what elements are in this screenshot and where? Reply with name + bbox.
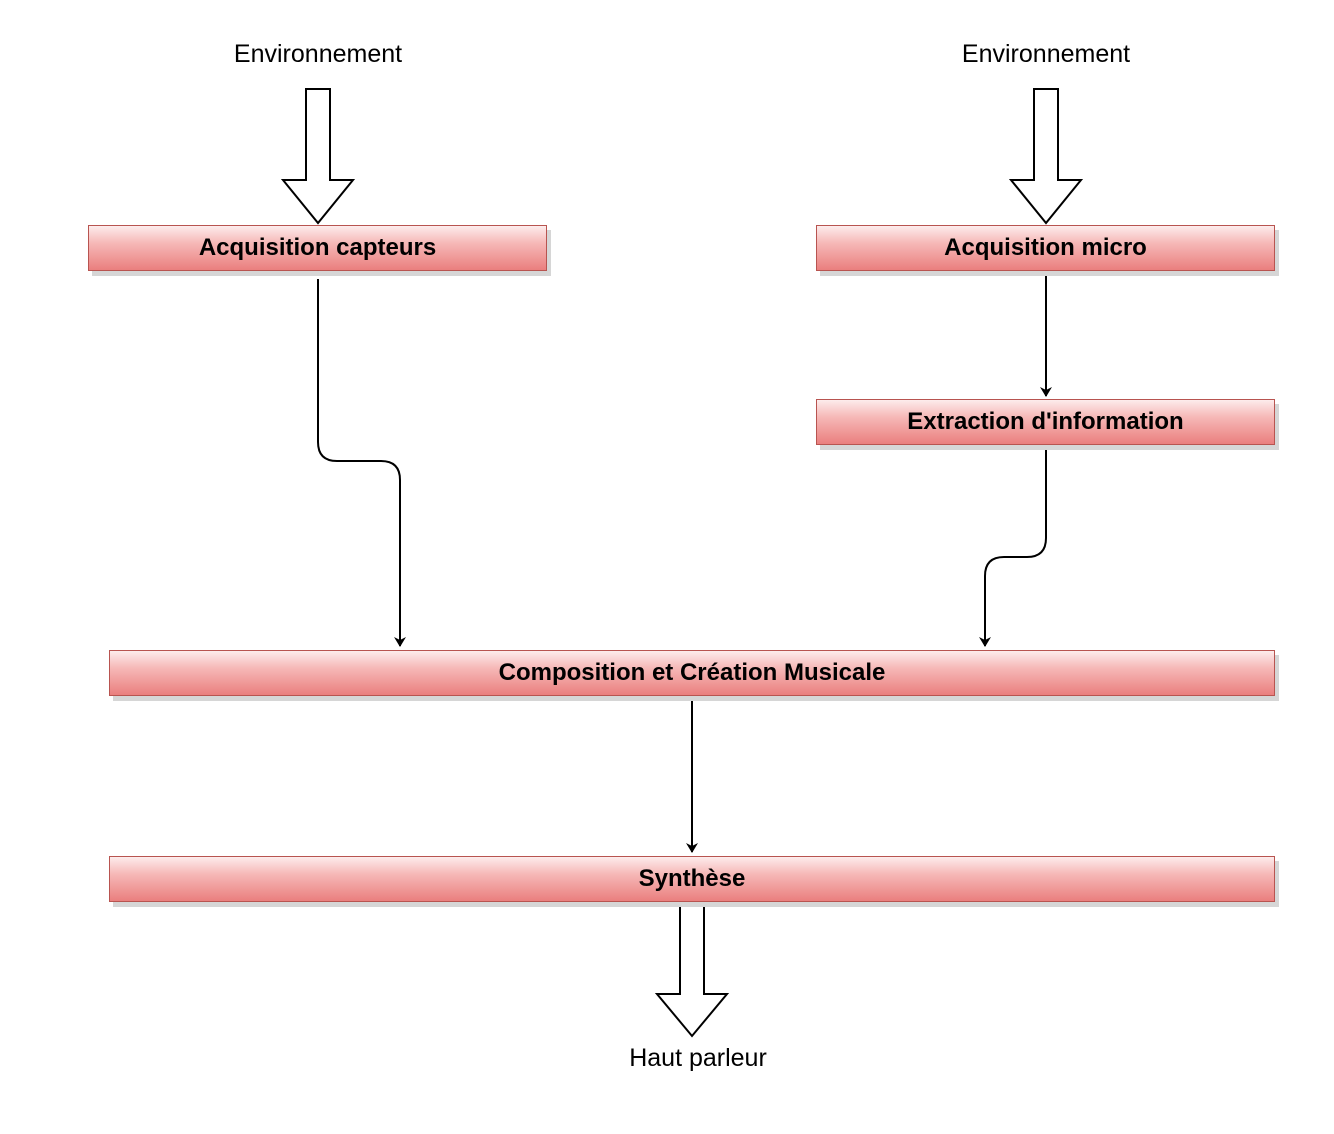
box-composition-creation-musicale-label: Composition et Création Musicale — [498, 659, 886, 686]
input-label-right: Environnement — [961, 40, 1131, 68]
box-acquisition-micro: Acquisition micro — [816, 225, 1275, 271]
box-extraction-information: Extraction d'information — [816, 399, 1275, 445]
block-arrow-output — [654, 901, 730, 1038]
box-composition-creation-musicale: Composition et Création Musicale — [109, 650, 1275, 696]
block-arrow-right-input — [1008, 88, 1084, 225]
edge-capteurs-to-composition — [317, 279, 406, 647]
box-acquisition-micro-label: Acquisition micro — [944, 234, 1147, 261]
box-acquisition-capteurs-label: Acquisition capteurs — [198, 234, 437, 261]
edge-extraction-to-composition — [979, 445, 1047, 647]
box-acquisition-capteurs: Acquisition capteurs — [88, 225, 547, 271]
input-label-left: Environnement — [233, 40, 403, 68]
output-label: Haut parleur — [629, 1044, 767, 1072]
box-extraction-information-label: Extraction d'information — [907, 408, 1184, 435]
box-synthese-label: Synthèse — [638, 865, 746, 892]
box-synthese: Synthèse — [109, 856, 1275, 902]
block-arrow-left-input — [280, 88, 356, 225]
